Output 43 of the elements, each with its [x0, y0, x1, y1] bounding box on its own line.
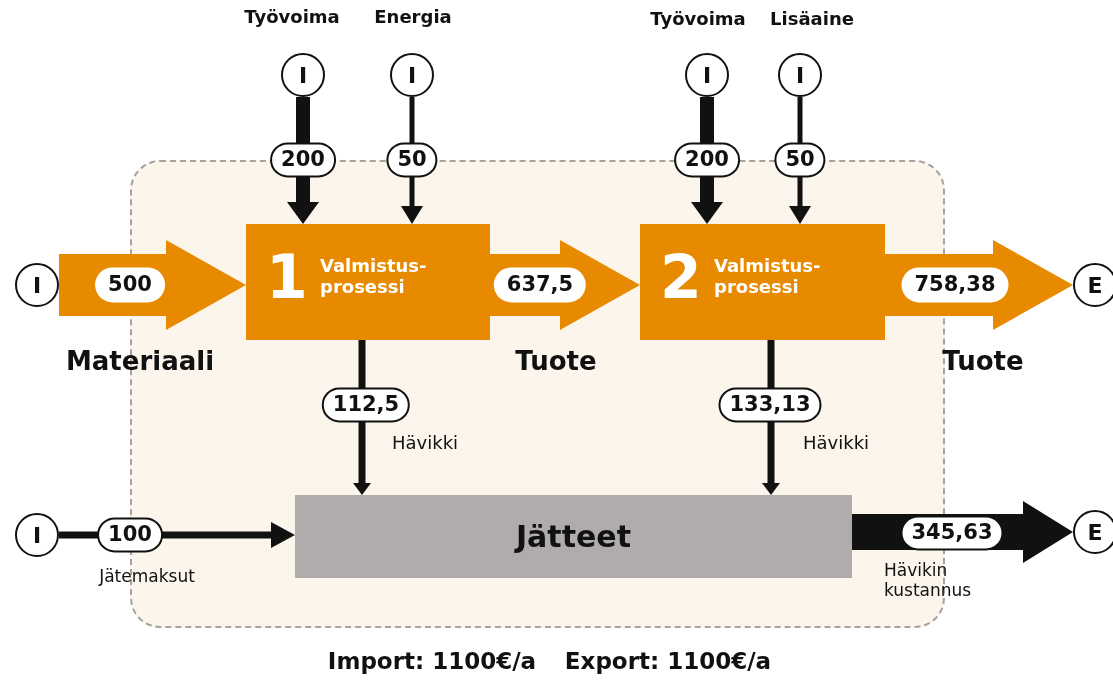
io-circle: E — [1073, 263, 1113, 307]
flow-arrow — [59, 240, 246, 330]
edge-label: 345,63 — [900, 515, 1004, 551]
io-circle: I — [15, 513, 59, 557]
flow-label: Materiaali — [65, 346, 215, 376]
process-box — [640, 224, 885, 340]
edge-label: 200 — [270, 142, 336, 178]
process-title: Valmistus- prosessi — [320, 256, 428, 298]
io-circle: I — [778, 53, 822, 97]
summary-text: Import: 1100€/a — [327, 648, 537, 674]
edge-label: 133,13 — [718, 387, 822, 423]
edge-label: 100 — [97, 517, 163, 553]
flow-label: Hävikki — [392, 432, 459, 453]
flow-label: Hävikki — [803, 432, 870, 453]
waste-box: Jätteet — [295, 495, 852, 578]
io-circle: I — [281, 53, 325, 97]
summary-text: Export: 1100€/a — [564, 648, 772, 674]
edge-label: 50 — [774, 142, 826, 178]
flow-label: Hävikin kustannus — [884, 560, 973, 601]
process-box — [246, 224, 490, 340]
edge-label: 112,5 — [321, 387, 411, 423]
edge-label: 200 — [674, 142, 740, 178]
node-caption: Lisäaine — [770, 8, 854, 29]
io-circle: I — [390, 53, 434, 97]
flow-label: Tuote — [942, 346, 1024, 376]
edge-label: 758,38 — [901, 267, 1009, 303]
node-caption: Työvoima — [244, 6, 340, 27]
step-number: 2 — [660, 244, 702, 310]
step-number: 1 — [266, 244, 308, 310]
io-circle: I — [15, 263, 59, 307]
edge-label: 50 — [386, 142, 438, 178]
process-title: Valmistus- prosessi — [714, 256, 822, 298]
flow-label: Tuote — [515, 346, 597, 376]
edge-label: 500 — [95, 267, 165, 303]
node-caption: Energia — [374, 6, 452, 27]
flow-label: Jätemaksut — [99, 566, 195, 586]
flow-arrow — [852, 501, 1073, 563]
io-circle: E — [1073, 510, 1113, 554]
flow-arrow — [885, 240, 1073, 330]
flow-arrow — [490, 240, 640, 330]
io-circle: I — [685, 53, 729, 97]
node-caption: Työvoima — [650, 8, 746, 29]
edge-label: 637,5 — [493, 267, 587, 303]
